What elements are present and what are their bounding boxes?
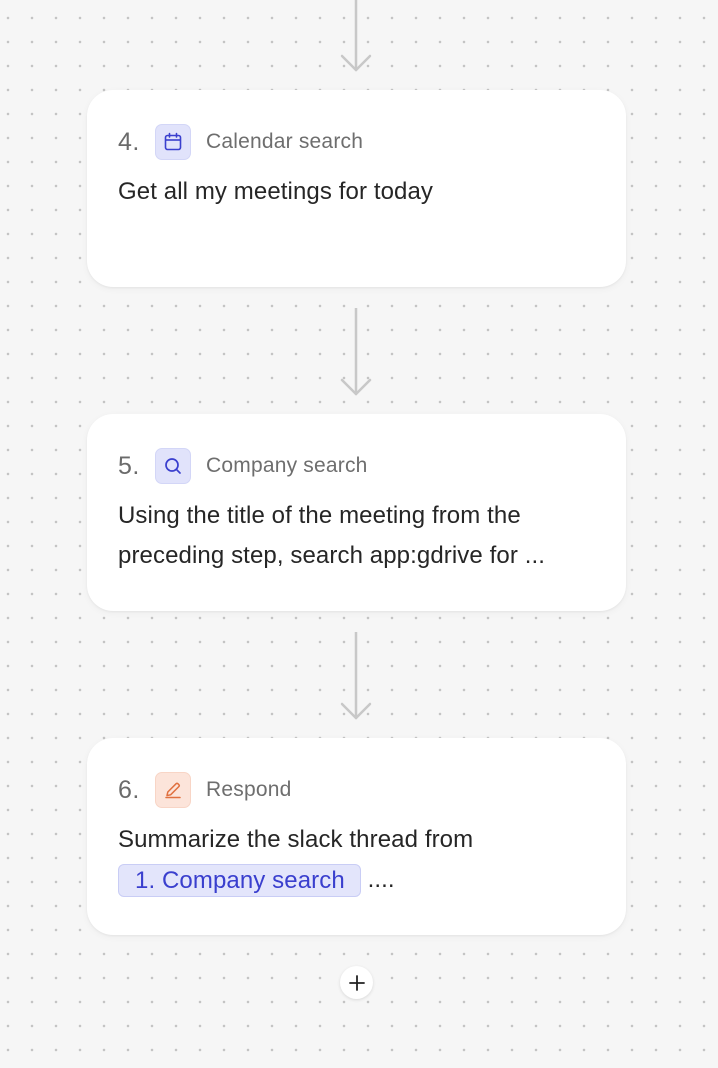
add-step-button[interactable] xyxy=(340,966,373,999)
search-icon xyxy=(155,448,191,484)
description-line: Using the title of the meeting from the xyxy=(118,502,521,529)
plus-icon xyxy=(348,974,365,991)
step-title: Company search xyxy=(206,454,368,477)
step-header: 4. Calendar search xyxy=(118,124,595,160)
step-header: 6. Respond xyxy=(118,772,595,808)
description-line: Get all my meetings for today xyxy=(118,178,434,205)
description-suffix: .... xyxy=(367,866,395,893)
step-header: 5. Company search xyxy=(118,448,595,484)
step-description: Summarize the slack thread from 1. Compa… xyxy=(118,820,598,900)
step-card-company-search[interactable]: 5. Company search Using the title of the… xyxy=(87,414,626,611)
pencil-icon xyxy=(155,772,191,808)
step-title: Calendar search xyxy=(206,130,364,153)
description-line: preceding step, search app:gdrive for ..… xyxy=(118,542,546,569)
description-line: Summarize the slack thread from xyxy=(118,826,474,853)
step-number: 4. xyxy=(118,127,140,156)
calendar-icon xyxy=(155,124,191,160)
step-number: 5. xyxy=(118,451,140,480)
step-card-calendar-search[interactable]: 4. Calendar search Get all my meetings f… xyxy=(87,90,626,287)
step-card-respond[interactable]: 6. Respond Summarize the slack thread fr… xyxy=(87,738,626,935)
step-title: Respond xyxy=(206,778,292,801)
step-number: 6. xyxy=(118,775,140,804)
step-description: Using the title of the meeting from the … xyxy=(118,496,598,576)
connector-arrow xyxy=(340,0,372,74)
step-description: Get all my meetings for today xyxy=(118,172,598,212)
reference-chip[interactable]: 1. Company search xyxy=(118,864,361,898)
connector-arrow xyxy=(340,308,372,398)
description-line: 1. Company search .... xyxy=(118,860,598,900)
connector-arrow xyxy=(340,632,372,722)
